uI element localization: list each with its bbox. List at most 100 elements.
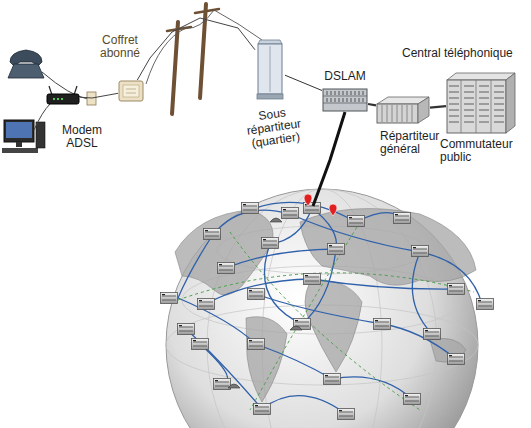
server-icon <box>328 244 345 255</box>
illustration-part <box>246 317 287 402</box>
illustration-part <box>206 279 312 304</box>
illustration-part <box>258 40 282 44</box>
dish-symbol <box>270 218 282 222</box>
illustration-part <box>506 73 515 133</box>
device-node: Sous répartiteur (quartier) <box>255 38 285 100</box>
device-node: Coffret abonné <box>118 80 144 102</box>
device-label: Sous répartiteur (quartier) <box>236 103 313 152</box>
pole <box>172 22 178 114</box>
server-icon <box>254 404 271 415</box>
premises-wires <box>34 72 88 130</box>
illustration-part <box>126 89 136 90</box>
illustration-part <box>447 80 506 133</box>
server-icon <box>338 409 355 420</box>
server-icon <box>192 339 209 350</box>
server-icon <box>178 324 195 335</box>
illustration-part <box>47 94 79 104</box>
server-icon <box>448 284 465 295</box>
dslam-rack <box>322 88 368 112</box>
illustration-part <box>200 344 228 384</box>
globe-grid <box>166 189 478 428</box>
illustration-part <box>175 210 273 295</box>
illustration-part <box>327 91 363 102</box>
server-icon <box>218 263 235 274</box>
illustration-part <box>418 97 429 123</box>
switch-racks <box>446 72 516 134</box>
illustration-part <box>323 103 367 104</box>
illustration-part <box>178 298 256 344</box>
illustration-part <box>230 232 420 410</box>
illustration-part <box>449 86 504 122</box>
globe-sphere <box>166 189 478 428</box>
telephone-symbol <box>8 50 44 78</box>
server-icon <box>448 354 465 365</box>
illustration-part <box>461 80 491 133</box>
illustration-part <box>332 377 412 399</box>
server-icon <box>248 289 265 300</box>
cable-connector <box>137 18 255 80</box>
server-icons <box>161 203 494 420</box>
server-icon <box>248 339 265 350</box>
dish-symbol <box>228 384 240 388</box>
illustration-part <box>300 209 476 286</box>
overhead-wires <box>146 10 262 84</box>
pc-wire <box>34 104 50 130</box>
satellite-dishes <box>228 218 302 388</box>
computer-tower <box>36 122 45 148</box>
illustration-part <box>312 279 456 289</box>
cable-connector <box>430 106 446 108</box>
cable-connector <box>80 93 118 98</box>
device-node: DSLAM <box>322 88 368 112</box>
computer-stand <box>16 142 22 147</box>
illustration-part <box>270 46 271 92</box>
adsl-filter <box>87 92 96 105</box>
illustration-part <box>57 98 59 100</box>
illustration-part <box>412 252 432 334</box>
cable-connector <box>285 75 322 90</box>
wireless-links <box>178 222 474 410</box>
illustration-part <box>126 93 136 94</box>
dish-symbol <box>290 326 302 330</box>
device-label: Modem ADSL <box>54 124 110 150</box>
server-icon <box>424 329 441 340</box>
device-node: Modem ADSL <box>46 86 80 106</box>
overhead-wire <box>186 10 214 28</box>
location-pin <box>304 194 312 206</box>
modem-symbol <box>46 86 80 106</box>
computer-symbol <box>2 120 45 153</box>
illustration-part <box>323 89 367 111</box>
server-icon <box>242 203 259 214</box>
network-links <box>178 202 482 414</box>
illustration-part <box>61 98 63 100</box>
server-icon <box>282 208 299 219</box>
server-icon <box>404 394 421 405</box>
location-pin <box>329 204 337 216</box>
server-icon <box>262 238 279 249</box>
illustration-part <box>250 222 360 410</box>
street-cabinet <box>255 38 285 100</box>
location-markers <box>304 194 337 216</box>
computer-monitor <box>4 120 34 142</box>
overhead-wire <box>214 10 262 40</box>
device-label: Coffret abonné <box>92 34 148 60</box>
junction-box <box>118 80 144 102</box>
illustration-part <box>212 210 290 236</box>
server-icon <box>324 374 341 385</box>
illustration-part <box>178 236 212 298</box>
illustration-part <box>382 324 456 359</box>
server-icon <box>374 319 391 330</box>
server-icon <box>304 203 321 214</box>
continents <box>175 209 476 402</box>
device-label: DSLAM <box>318 70 372 83</box>
illustration-part <box>420 252 482 304</box>
uplink-line <box>313 112 345 206</box>
group-label: Central téléphonique <box>402 47 513 60</box>
illustration-part <box>302 249 336 324</box>
illustration-part <box>178 273 474 300</box>
illustration-part <box>256 294 382 324</box>
device-label: Commutateur public <box>440 138 526 164</box>
telephone-base <box>8 64 44 78</box>
illustration-part <box>323 96 367 97</box>
